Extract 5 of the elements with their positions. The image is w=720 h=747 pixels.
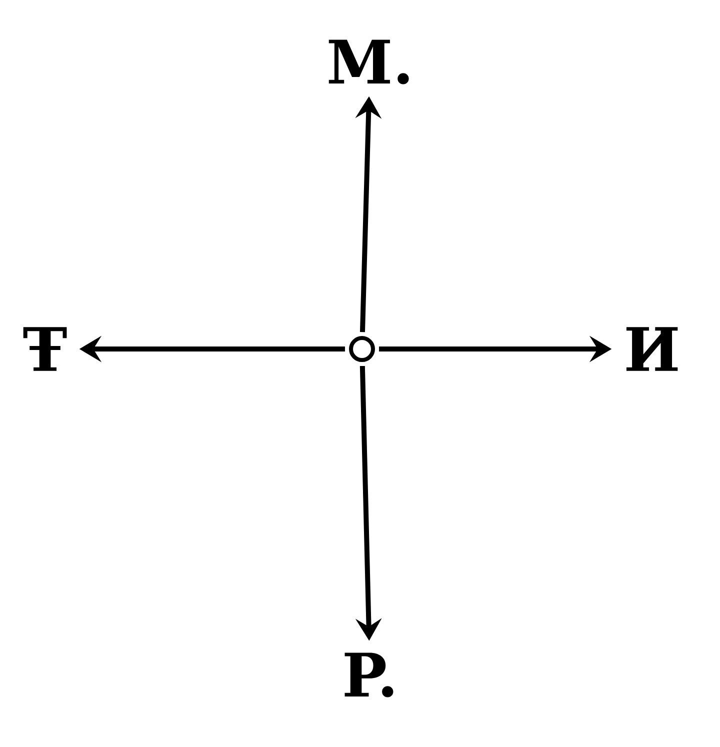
letter-label: Ŧ	[23, 327, 67, 371]
letter-label: И	[626, 327, 678, 371]
letter-label: M.	[328, 40, 409, 84]
center-circle	[349, 336, 375, 362]
letter-label: P.	[344, 652, 394, 698]
